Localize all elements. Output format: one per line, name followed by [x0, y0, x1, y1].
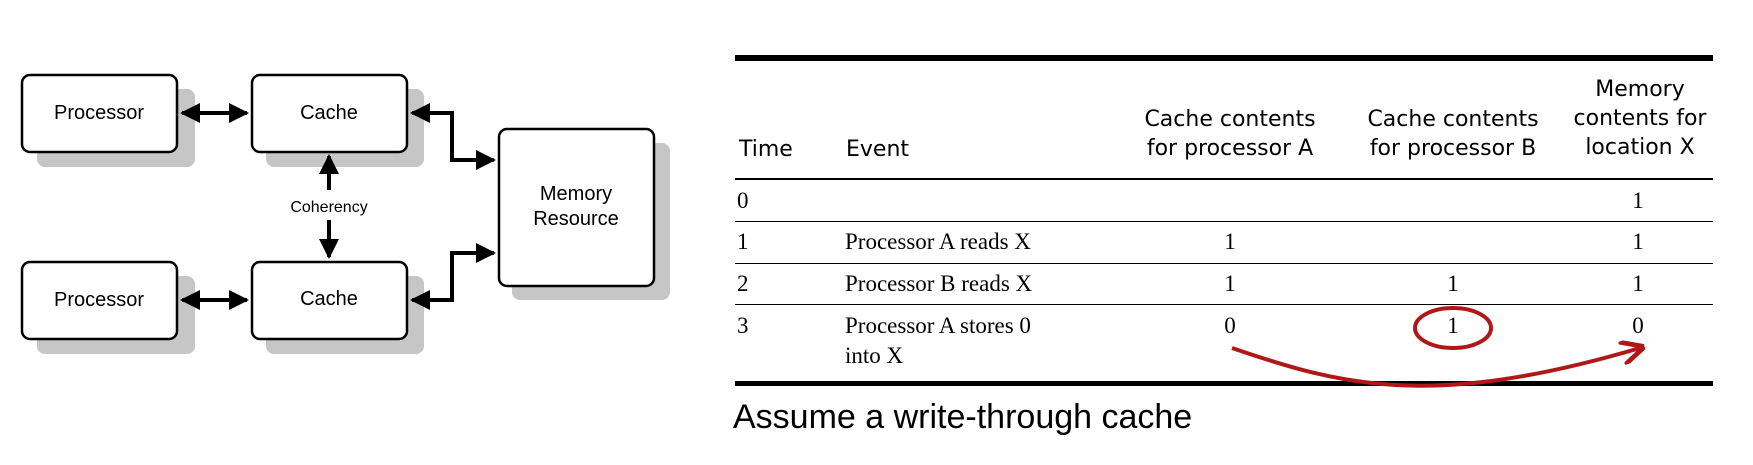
- header-cache-a: Cache contents for processor A: [1144, 107, 1316, 161]
- row2-memory: 1: [1632, 271, 1644, 296]
- row1-time: 1: [737, 229, 749, 254]
- row3-cache-a: 0: [1224, 313, 1236, 338]
- row2-cache-b: 1: [1447, 271, 1459, 296]
- row3-event-line1: Processor A stores 0: [845, 313, 1031, 338]
- row1-cache-a: 1: [1224, 229, 1236, 254]
- cache-bottom-label: Cache: [300, 288, 358, 310]
- processor-bottom-label: Processor: [54, 289, 144, 311]
- processor-top-label: Processor: [54, 102, 144, 124]
- header-memory: Memory contents for location X: [1573, 77, 1707, 160]
- row3-event-line2: into X: [845, 343, 904, 368]
- cache-top-memory-arrow: [410, 103, 496, 170]
- cache-bottom-box: [250, 260, 409, 341]
- row2-rule: [735, 304, 1713, 305]
- coherency-label: Coherency: [290, 199, 367, 216]
- row1-memory: 1: [1632, 229, 1644, 254]
- row3-memory: 0: [1632, 313, 1644, 338]
- row3-cache-b: 1: [1447, 313, 1459, 338]
- header-rule: [735, 178, 1713, 180]
- row2-cache-a: 1: [1224, 271, 1236, 296]
- memory-label-line1: Memory: [540, 183, 612, 205]
- cache-top-label: Cache: [300, 102, 358, 124]
- cache-top-box: [250, 73, 409, 154]
- row2-event: Processor B reads X: [845, 271, 1033, 296]
- table-top-rule: [735, 55, 1713, 61]
- header-event: Event: [846, 137, 910, 162]
- row1-event: Processor A reads X: [845, 229, 1031, 254]
- row2-time: 2: [737, 271, 749, 296]
- memory-resource-box: [497, 127, 656, 288]
- memory-label-line2: Resource: [533, 208, 619, 230]
- row0-rule: [735, 221, 1713, 222]
- table-bottom-rule: [735, 381, 1713, 386]
- row0-time: 0: [737, 188, 749, 213]
- row0-memory: 1: [1632, 188, 1644, 213]
- processor-top-box: [20, 73, 179, 154]
- header-cache-b: Cache contents for processor B: [1367, 107, 1539, 161]
- cache-bottom-memory-arrow: [410, 243, 496, 310]
- row1-rule: [735, 263, 1713, 264]
- coherency-diagram: Processor Cache Processor Cache Memory R…: [20, 73, 670, 354]
- header-time: Time: [739, 137, 793, 162]
- processor-bottom-box: [20, 260, 179, 341]
- row3-time: 3: [737, 313, 749, 338]
- caption: Assume a write-through cache: [733, 398, 1193, 436]
